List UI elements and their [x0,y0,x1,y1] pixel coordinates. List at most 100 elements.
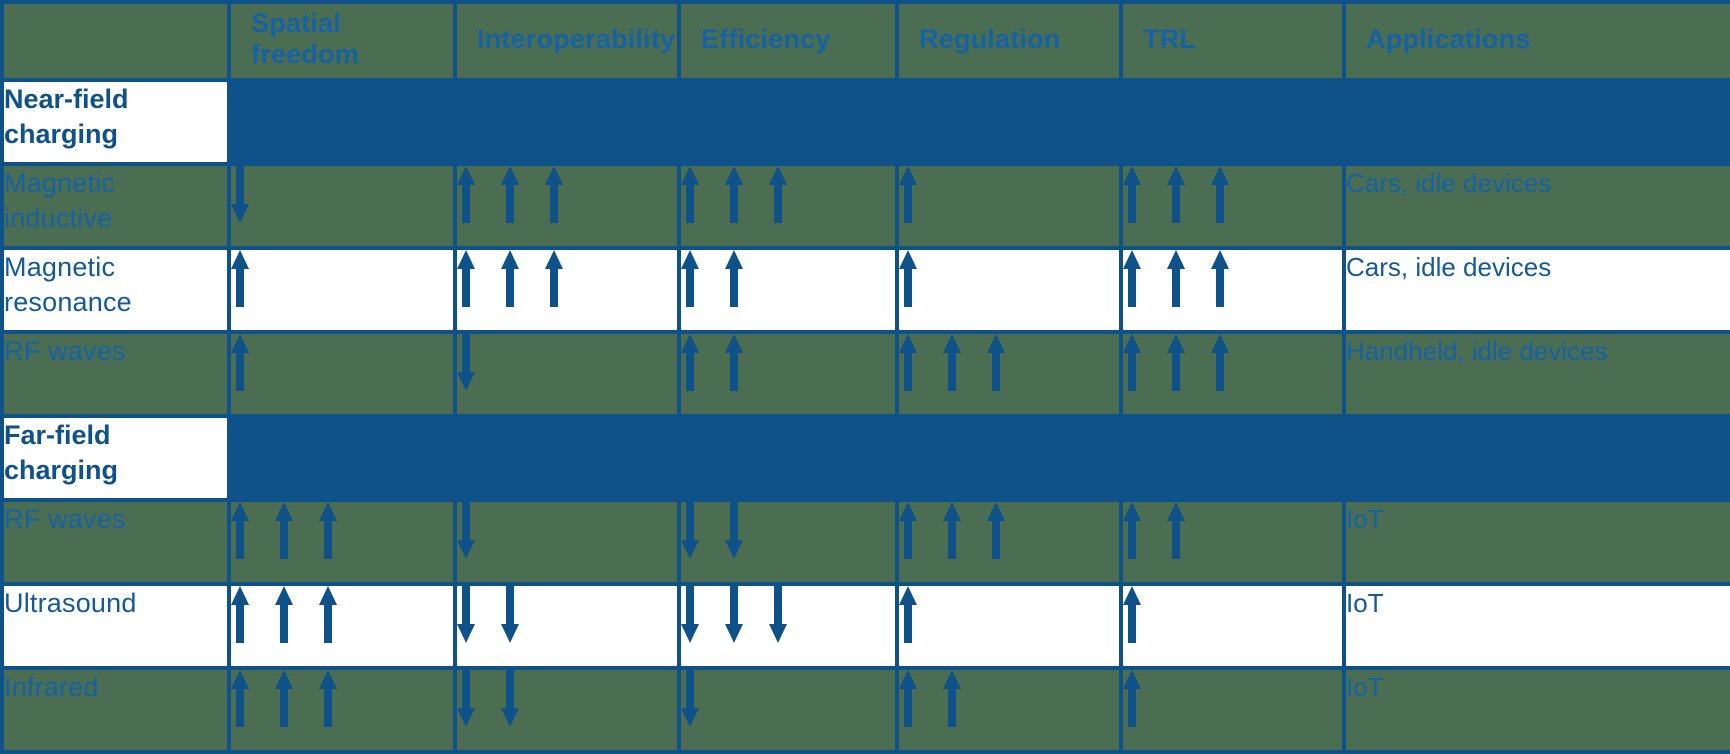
rating-cell-spatial-freedom [227,666,457,754]
up-arrow-icon [901,252,917,307]
up-arrow-group [1125,168,1340,223]
rating-cell-interoperability [453,162,681,250]
rating-cell-efficiency [677,162,899,250]
up-arrow-group [233,336,451,391]
up-arrow-group [233,504,451,559]
up-arrow-icon [1211,252,1229,307]
corner-cell [0,0,231,82]
up-arrow-icon [1167,168,1185,223]
up-arrow-icon [683,168,699,223]
rating-cell-efficiency [677,330,899,418]
table-row-magnetic-resonance: Magnetic resonance Cars, idle devices [0,246,1730,334]
applications-cell: IoT [1342,582,1730,670]
down-arrow-group [459,672,675,727]
up-arrow-icon [1125,252,1141,307]
rating-cell-efficiency [677,498,899,586]
rating-cell-efficiency [677,582,899,670]
up-arrow-group [1125,588,1340,643]
up-arrow-icon [319,504,337,559]
up-arrow-icon [943,504,961,559]
rating-cell-trl [1119,666,1346,754]
rating-cell-efficiency [677,246,899,334]
down-arrow-icon [683,588,699,643]
down-arrow-icon [683,504,699,559]
down-arrow-icon [725,588,743,643]
rating-cell-trl [1119,498,1346,586]
down-arrow-icon [769,588,787,643]
up-arrow-icon [987,336,1005,391]
section-row-far-field: Far-field charging [0,414,1730,502]
header-row: Spatial freedom Interoperability Efficie… [0,0,1730,82]
rating-cell-interoperability [453,246,681,334]
applications-cell: Handheld, idle devices [1342,330,1730,418]
applications-cell: IoT [1342,666,1730,754]
up-arrow-icon [501,168,519,223]
section-bar [227,414,1730,502]
table-row-magnetic-inductive: Magnetic inductive Cars, idle devices [0,162,1730,250]
up-arrow-group [901,504,1117,559]
down-arrow-icon [459,504,475,559]
up-arrow-icon [275,504,293,559]
up-arrow-icon [1167,504,1185,559]
up-arrow-icon [545,168,563,223]
up-arrow-icon [1167,336,1185,391]
up-arrow-icon [901,504,917,559]
table-row-infrared: Infrared IoT [0,666,1730,754]
up-arrow-icon [319,588,337,643]
up-arrow-group [901,168,1117,223]
rating-cell-spatial-freedom [227,162,457,250]
up-arrow-icon [1211,168,1229,223]
up-arrow-group [233,252,451,307]
rating-cell-trl [1119,582,1346,670]
applications-cell: Cars, idle devices [1342,246,1730,334]
up-arrow-icon [1211,336,1229,391]
row-label: RF waves [0,498,231,586]
table-row-rf-waves-near: RF waves Handheld, idle devices [0,330,1730,418]
section-bar [227,78,1730,166]
row-label: Magnetic resonance [0,246,231,334]
row-label: RF waves [0,330,231,418]
up-arrow-icon [943,336,961,391]
applications-cell: IoT [1342,498,1730,586]
rating-cell-interoperability [453,666,681,754]
up-arrow-icon [545,252,563,307]
row-label: Infrared [0,666,231,754]
up-arrow-group [233,672,451,727]
up-arrow-icon [233,672,249,727]
column-header-interoperability: Interoperability [453,0,681,82]
row-label: Magnetic inductive [0,162,231,250]
up-arrow-icon [1167,252,1185,307]
up-arrow-group [1125,672,1340,727]
up-arrow-icon [901,336,917,391]
section-row-near-field: Near-field charging [0,78,1730,166]
up-arrow-icon [1125,672,1141,727]
up-arrow-icon [501,252,519,307]
down-arrow-icon [501,588,519,643]
rating-cell-spatial-freedom [227,582,457,670]
up-arrow-icon [943,672,961,727]
row-label: Ultrasound [0,582,231,670]
up-arrow-group [233,588,451,643]
up-arrow-icon [233,336,249,391]
rating-cell-regulation [895,162,1123,250]
up-arrow-icon [901,672,917,727]
up-arrow-icon [1125,168,1141,223]
down-arrow-icon [501,672,519,727]
rating-cell-regulation [895,666,1123,754]
up-arrow-icon [1125,504,1141,559]
down-arrow-group [459,504,675,559]
up-arrow-group [683,168,893,223]
up-arrow-group [683,336,893,391]
up-arrow-group [901,252,1117,307]
rating-cell-interoperability [453,582,681,670]
up-arrow-icon [769,168,787,223]
up-arrow-group [901,336,1117,391]
up-arrow-icon [901,168,917,223]
table-row-ultrasound: Ultrasound IoT [0,582,1730,670]
up-arrow-icon [987,504,1005,559]
rating-cell-regulation [895,498,1123,586]
down-arrow-icon [683,672,699,727]
rating-cell-interoperability [453,330,681,418]
